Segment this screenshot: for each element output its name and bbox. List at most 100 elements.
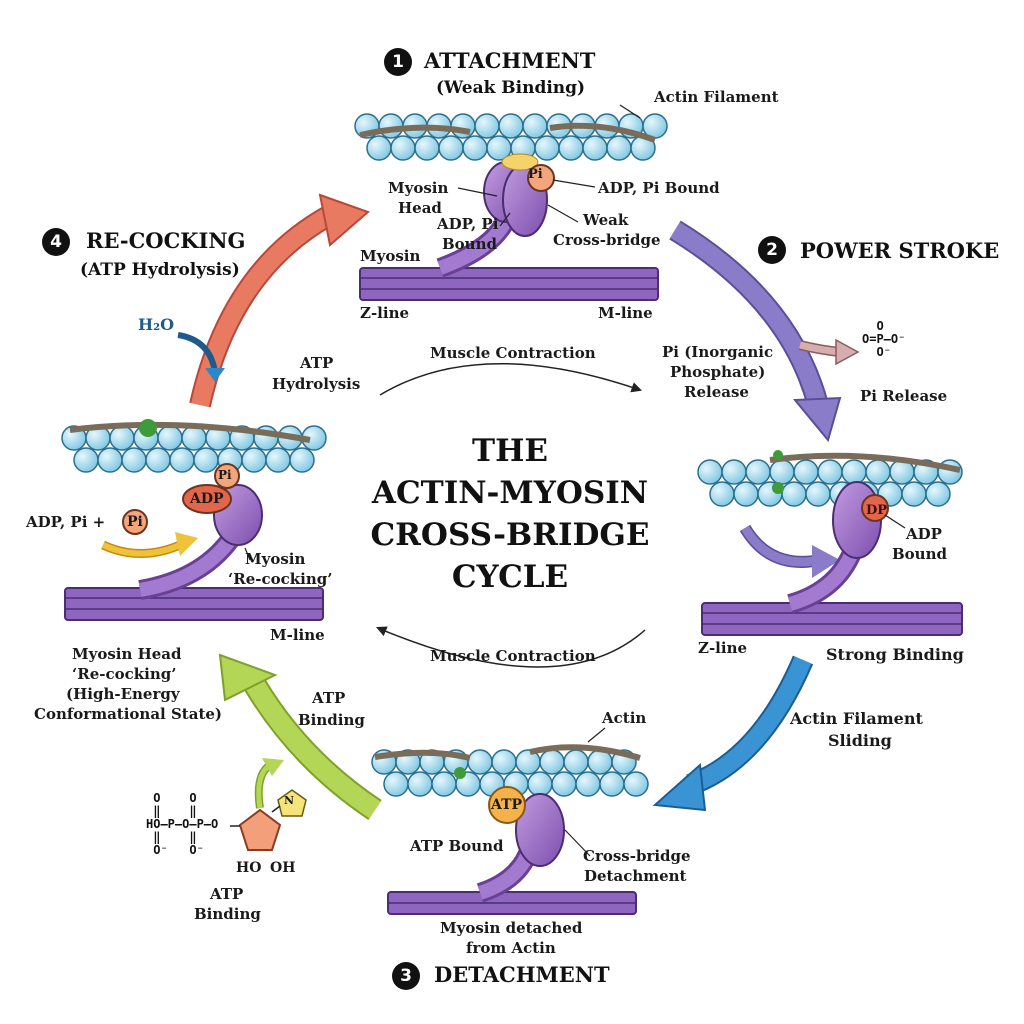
actin-bead	[563, 749, 589, 775]
label-sliding-1: Actin Filament	[790, 709, 923, 728]
actin-bead	[551, 771, 577, 797]
label-pi-release: Pi Release	[860, 387, 948, 405]
label-zline-right: Z-line	[698, 639, 748, 657]
label-atp-head: ATP	[491, 797, 523, 813]
label-adp-bound-2: Bound	[892, 545, 947, 563]
step-4-number: 4	[42, 228, 70, 256]
label-myosin-recocking-2: ‘Re-cocking’	[228, 570, 333, 588]
label-pi-release-caption-3: Release	[684, 383, 749, 401]
label-detach-1: Cross-bridge	[583, 847, 691, 865]
actin-bead	[414, 135, 440, 161]
actin-bead	[474, 113, 500, 139]
label-atp-binding-mid-1: ATP	[312, 689, 346, 707]
label-atp-bound: ATP Bound	[410, 837, 504, 855]
label-adp-bound-1: ADP	[906, 525, 942, 543]
label-myosin: Myosin	[360, 247, 421, 265]
step-4-subtitle: (ATP Hydrolysis)	[80, 260, 240, 280]
panel-attachment	[354, 104, 668, 301]
atp-phosphate-chain: O O ‖ ‖ HO–P–O–P–O ‖ ‖ O⁻ O⁻	[146, 791, 219, 857]
actin-bead	[450, 113, 476, 139]
label-myosin-head-2: Head	[398, 199, 442, 217]
actin-bead	[467, 749, 493, 775]
actin-bead	[145, 447, 171, 473]
actin-bead	[366, 135, 392, 161]
label-atp-binding-mid-2: Binding	[298, 711, 365, 729]
panel-detachment	[371, 727, 649, 915]
label-atp-binding-low-2: Binding	[194, 905, 261, 923]
label-myosin-recocking-1: Myosin	[245, 550, 306, 568]
actin-bead	[491, 749, 517, 775]
label-actin-filament: Actin Filament	[654, 88, 779, 106]
label-oh: OH	[270, 860, 296, 876]
actin-filament	[354, 113, 668, 161]
actin-bead	[623, 771, 649, 797]
actin-bead	[265, 447, 291, 473]
label-atp-hydrolysis-2: Hydrolysis	[272, 375, 361, 393]
actin-bead	[109, 425, 135, 451]
actin-bead	[181, 425, 207, 451]
label-n-ring: N	[284, 794, 295, 807]
actin-bead	[121, 447, 147, 473]
step-1-number: 1	[384, 48, 412, 76]
actin-bead	[97, 447, 123, 473]
actin-bead	[709, 481, 735, 507]
label-sliding-2: Sliding	[828, 731, 892, 750]
actin-filament	[697, 459, 963, 507]
cycle-arrow-green	[246, 679, 381, 819]
label-mline-left: M-line	[270, 626, 325, 644]
label-atp-hydrolysis-1: ATP	[300, 354, 334, 372]
label-muscle-contraction-bottom: Muscle Contraction	[430, 647, 596, 665]
actin-bead	[865, 459, 891, 485]
actin-bead	[697, 459, 723, 485]
cycle-arrow-purple	[670, 222, 827, 408]
step-1-title: ATTACHMENT	[424, 48, 596, 73]
step-3-title: DETACHMENT	[434, 962, 610, 987]
actin-bead	[901, 481, 927, 507]
actin-bead	[527, 771, 553, 797]
actin-bead	[498, 113, 524, 139]
actin-bead	[606, 135, 632, 161]
label-h2o: H₂O	[138, 315, 175, 334]
actin-bead	[383, 771, 409, 797]
actin-bead	[587, 749, 613, 775]
phosphate-formula: O O=P—O⁻ O⁻	[862, 319, 906, 359]
actin-bead	[781, 481, 807, 507]
actin-bead	[169, 447, 195, 473]
actin-bead	[721, 459, 747, 485]
label-strong-binding: Strong Binding	[826, 645, 964, 664]
step-2-title: POWER STROKE	[800, 238, 1000, 263]
label-ho: HO	[236, 860, 262, 876]
label-head-recock-3: (High-Energy	[66, 685, 180, 703]
atp-molecule-structure	[230, 789, 307, 851]
panel-power-stroke: DP	[697, 450, 963, 636]
label-head-recock-1: Myosin Head	[72, 645, 182, 663]
actin-bead	[193, 447, 219, 473]
label-detached-2: from Actin	[466, 939, 556, 957]
actin-bead	[539, 749, 565, 775]
step-3-number: 3	[392, 962, 420, 990]
label-head-recock-2: ‘Re-cocking’	[72, 665, 177, 683]
label-pi-symbol-left-head: Pi	[218, 468, 232, 482]
actin-bead	[289, 447, 315, 473]
step-4-title: RE-COCKING	[86, 228, 246, 253]
actin-bead	[805, 481, 831, 507]
actin-bead	[599, 771, 625, 797]
label-adp-pi-1: ADP, Pi	[437, 215, 499, 233]
label-pi-symbol-top: Pi	[528, 167, 543, 182]
label-zline-top: Z-line	[360, 304, 410, 322]
actin-bead	[582, 135, 608, 161]
actin-bead	[157, 425, 183, 451]
actin-bead	[925, 481, 951, 507]
actin-bead	[522, 113, 548, 139]
actin-bead	[431, 771, 457, 797]
actin-bead	[462, 135, 488, 161]
label-atp-binding-low-1: ATP	[210, 885, 244, 903]
actin-bead	[769, 459, 795, 485]
label-head-recock-4: Conformational State)	[34, 705, 223, 723]
actin-filament	[61, 425, 327, 473]
actin-bead	[407, 771, 433, 797]
step-2-number: 2	[758, 236, 786, 264]
label-pi-release-caption-2: Phosphate)	[670, 363, 766, 381]
